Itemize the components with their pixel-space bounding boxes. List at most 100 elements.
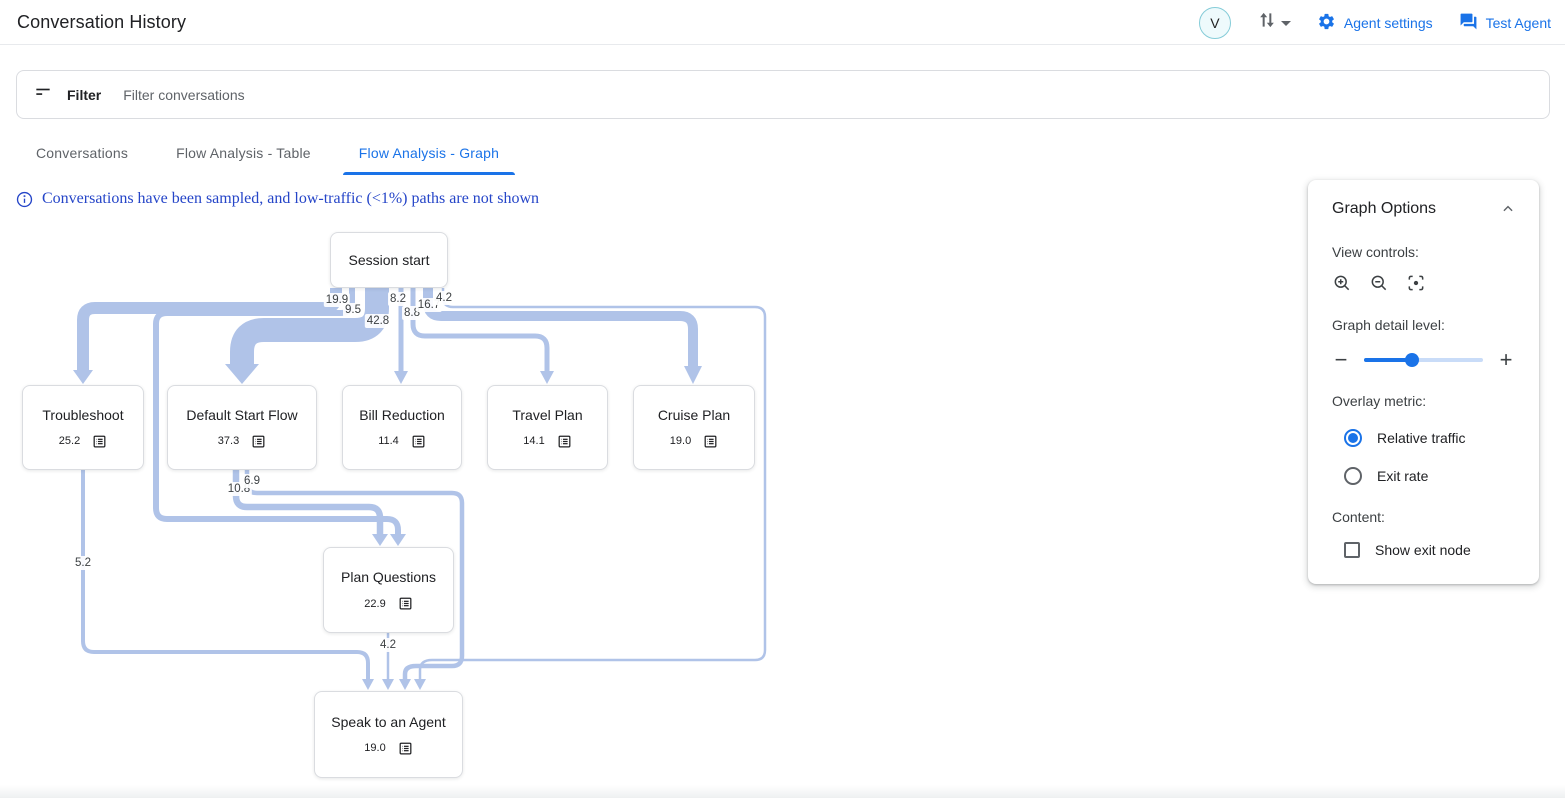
radio-unselected-icon bbox=[1344, 467, 1362, 485]
checkbox-label: Show exit node bbox=[1375, 542, 1471, 558]
page-title: Conversation History bbox=[17, 11, 187, 32]
arrowhead bbox=[390, 534, 406, 546]
node-title: Cruise Plan bbox=[657, 406, 731, 423]
tab-flow-analysis-graph[interactable]: Flow Analysis - Graph bbox=[342, 133, 516, 175]
zoom-out-icon[interactable] bbox=[1369, 273, 1389, 293]
flow-node-session-start[interactable]: Session start bbox=[330, 232, 448, 288]
gear-icon bbox=[1317, 12, 1336, 34]
node-title: Default Start Flow bbox=[186, 406, 298, 423]
node-title: Plan Questions bbox=[341, 569, 436, 585]
edge-session-default-start-flow bbox=[230, 288, 389, 364]
conversation-list-icon[interactable] bbox=[398, 741, 413, 756]
slider-thumb[interactable] bbox=[1404, 353, 1419, 367]
sampling-notice-text: Conversations have been sampled, and low… bbox=[42, 190, 540, 207]
conversation-list-icon[interactable] bbox=[703, 434, 718, 449]
filter-conversations-input[interactable] bbox=[123, 86, 1549, 103]
node-value: 11.4 bbox=[378, 435, 399, 447]
detail-level-slider[interactable] bbox=[1364, 353, 1483, 367]
node-value: 19.0 bbox=[364, 742, 386, 754]
flow-node-travel-plan[interactable]: Travel Plan 14.1 bbox=[487, 385, 608, 470]
arrowhead bbox=[414, 679, 426, 690]
test-agent-label: Test Agent bbox=[1485, 14, 1551, 31]
node-title: Troubleshoot bbox=[42, 406, 124, 423]
radio-selected-icon bbox=[1344, 429, 1362, 447]
arrowhead bbox=[394, 371, 408, 384]
arrowhead bbox=[362, 679, 374, 690]
edge-label: 5.2 bbox=[73, 556, 93, 570]
arrowhead bbox=[399, 679, 411, 690]
flow-node-bill-reduction[interactable]: Bill Reduction 11.4 bbox=[342, 385, 462, 470]
node-value: 22.9 bbox=[364, 597, 386, 610]
flow-node-troubleshoot[interactable]: Troubleshoot 25.2 bbox=[22, 385, 144, 470]
radio-exit-rate[interactable]: Exit rate bbox=[1344, 467, 1515, 485]
top-header: Conversation History V Agent settings bbox=[0, 0, 1565, 45]
test-agent-button[interactable]: Test Agent bbox=[1459, 12, 1551, 34]
conversation-list-icon[interactable] bbox=[92, 434, 107, 449]
flow-node-speak-to-an-agent[interactable]: Speak to an Agent 19.0 bbox=[314, 691, 463, 778]
slider-fill bbox=[1364, 358, 1412, 362]
edge-label: 8.2 bbox=[388, 292, 408, 306]
edge-label: 4.2 bbox=[378, 638, 398, 652]
edge-label: 4.2 bbox=[434, 291, 454, 305]
tab-flow-analysis-table[interactable]: Flow Analysis - Table bbox=[176, 145, 311, 161]
conversation-list-icon[interactable] bbox=[398, 596, 413, 611]
sampling-notice: Conversations have been sampled, and low… bbox=[16, 190, 539, 208]
flow-node-plan-questions[interactable]: Plan Questions 22.9 bbox=[323, 547, 454, 633]
view-controls-label: View controls: bbox=[1332, 244, 1419, 260]
radio-relative-traffic[interactable]: Relative traffic bbox=[1344, 429, 1515, 447]
content-label: Content: bbox=[1332, 509, 1385, 525]
edge-troubleshoot-speak bbox=[81, 470, 370, 679]
graph-options-panel: Graph Options View controls: bbox=[1308, 180, 1539, 584]
arrowhead bbox=[382, 679, 394, 690]
arrowhead bbox=[684, 366, 702, 384]
agent-settings-button[interactable]: Agent settings bbox=[1317, 12, 1433, 34]
edge-label: 9.5 bbox=[343, 303, 363, 317]
arrowhead bbox=[540, 371, 554, 384]
flow-node-default-start-flow[interactable]: Default Start Flow 37.3 bbox=[167, 385, 317, 470]
graph-detail-label: Graph detail level: bbox=[1332, 317, 1445, 333]
node-value: 37.3 bbox=[217, 435, 240, 447]
conversation-list-icon[interactable] bbox=[251, 434, 266, 449]
node-value: 19.0 bbox=[669, 435, 692, 447]
detail-decrease-button[interactable]: − bbox=[1334, 347, 1348, 372]
filter-icon bbox=[33, 82, 53, 107]
edge-session-cruise-plan bbox=[423, 288, 698, 366]
chevron-down-icon bbox=[1280, 21, 1291, 26]
radio-label: Exit rate bbox=[1377, 468, 1429, 484]
node-title: Speak to an Agent bbox=[331, 713, 446, 730]
collapse-panel-button[interactable] bbox=[1501, 202, 1515, 216]
zoom-in-icon[interactable] bbox=[1332, 273, 1352, 293]
edge-session-travel-plan bbox=[410, 288, 550, 371]
info-icon bbox=[16, 191, 33, 208]
conversation-list-icon[interactable] bbox=[557, 434, 572, 449]
tab-bar: Conversations Flow Analysis - Table Flow… bbox=[20, 133, 531, 175]
bottom-scroll-edge bbox=[0, 785, 1565, 798]
show-exit-node-checkbox-row[interactable]: Show exit node bbox=[1344, 542, 1515, 558]
center-focus-icon[interactable] bbox=[1406, 273, 1426, 293]
edge-label: 42.8 bbox=[364, 314, 392, 328]
filter-bar: Filter bbox=[16, 70, 1550, 119]
tab-conversations[interactable]: Conversations bbox=[36, 145, 129, 161]
detail-increase-button[interactable]: + bbox=[1499, 347, 1513, 372]
node-title: Session start bbox=[348, 252, 430, 268]
checkbox-unchecked-icon bbox=[1344, 542, 1360, 558]
filter-label: Filter bbox=[67, 86, 102, 103]
sort-arrows-icon bbox=[1257, 10, 1277, 35]
flow-node-cruise-plan[interactable]: Cruise Plan 19.0 bbox=[633, 385, 755, 470]
slider-track bbox=[1364, 358, 1483, 362]
overlay-metric-label: Overlay metric: bbox=[1332, 393, 1427, 409]
arrowhead bbox=[225, 364, 259, 384]
avatar[interactable]: V bbox=[1198, 6, 1231, 39]
node-value: 14.1 bbox=[523, 435, 545, 447]
edge-session-speak bbox=[418, 288, 767, 679]
graph-options-title: Graph Options bbox=[1332, 200, 1437, 217]
sort-button[interactable] bbox=[1257, 10, 1291, 35]
conversation-list-icon[interactable] bbox=[411, 434, 426, 449]
edge-default-plan-questions bbox=[232, 470, 384, 534]
agent-settings-label: Agent settings bbox=[1343, 14, 1433, 31]
node-title: Travel Plan bbox=[512, 406, 583, 423]
arrowhead bbox=[372, 534, 388, 546]
